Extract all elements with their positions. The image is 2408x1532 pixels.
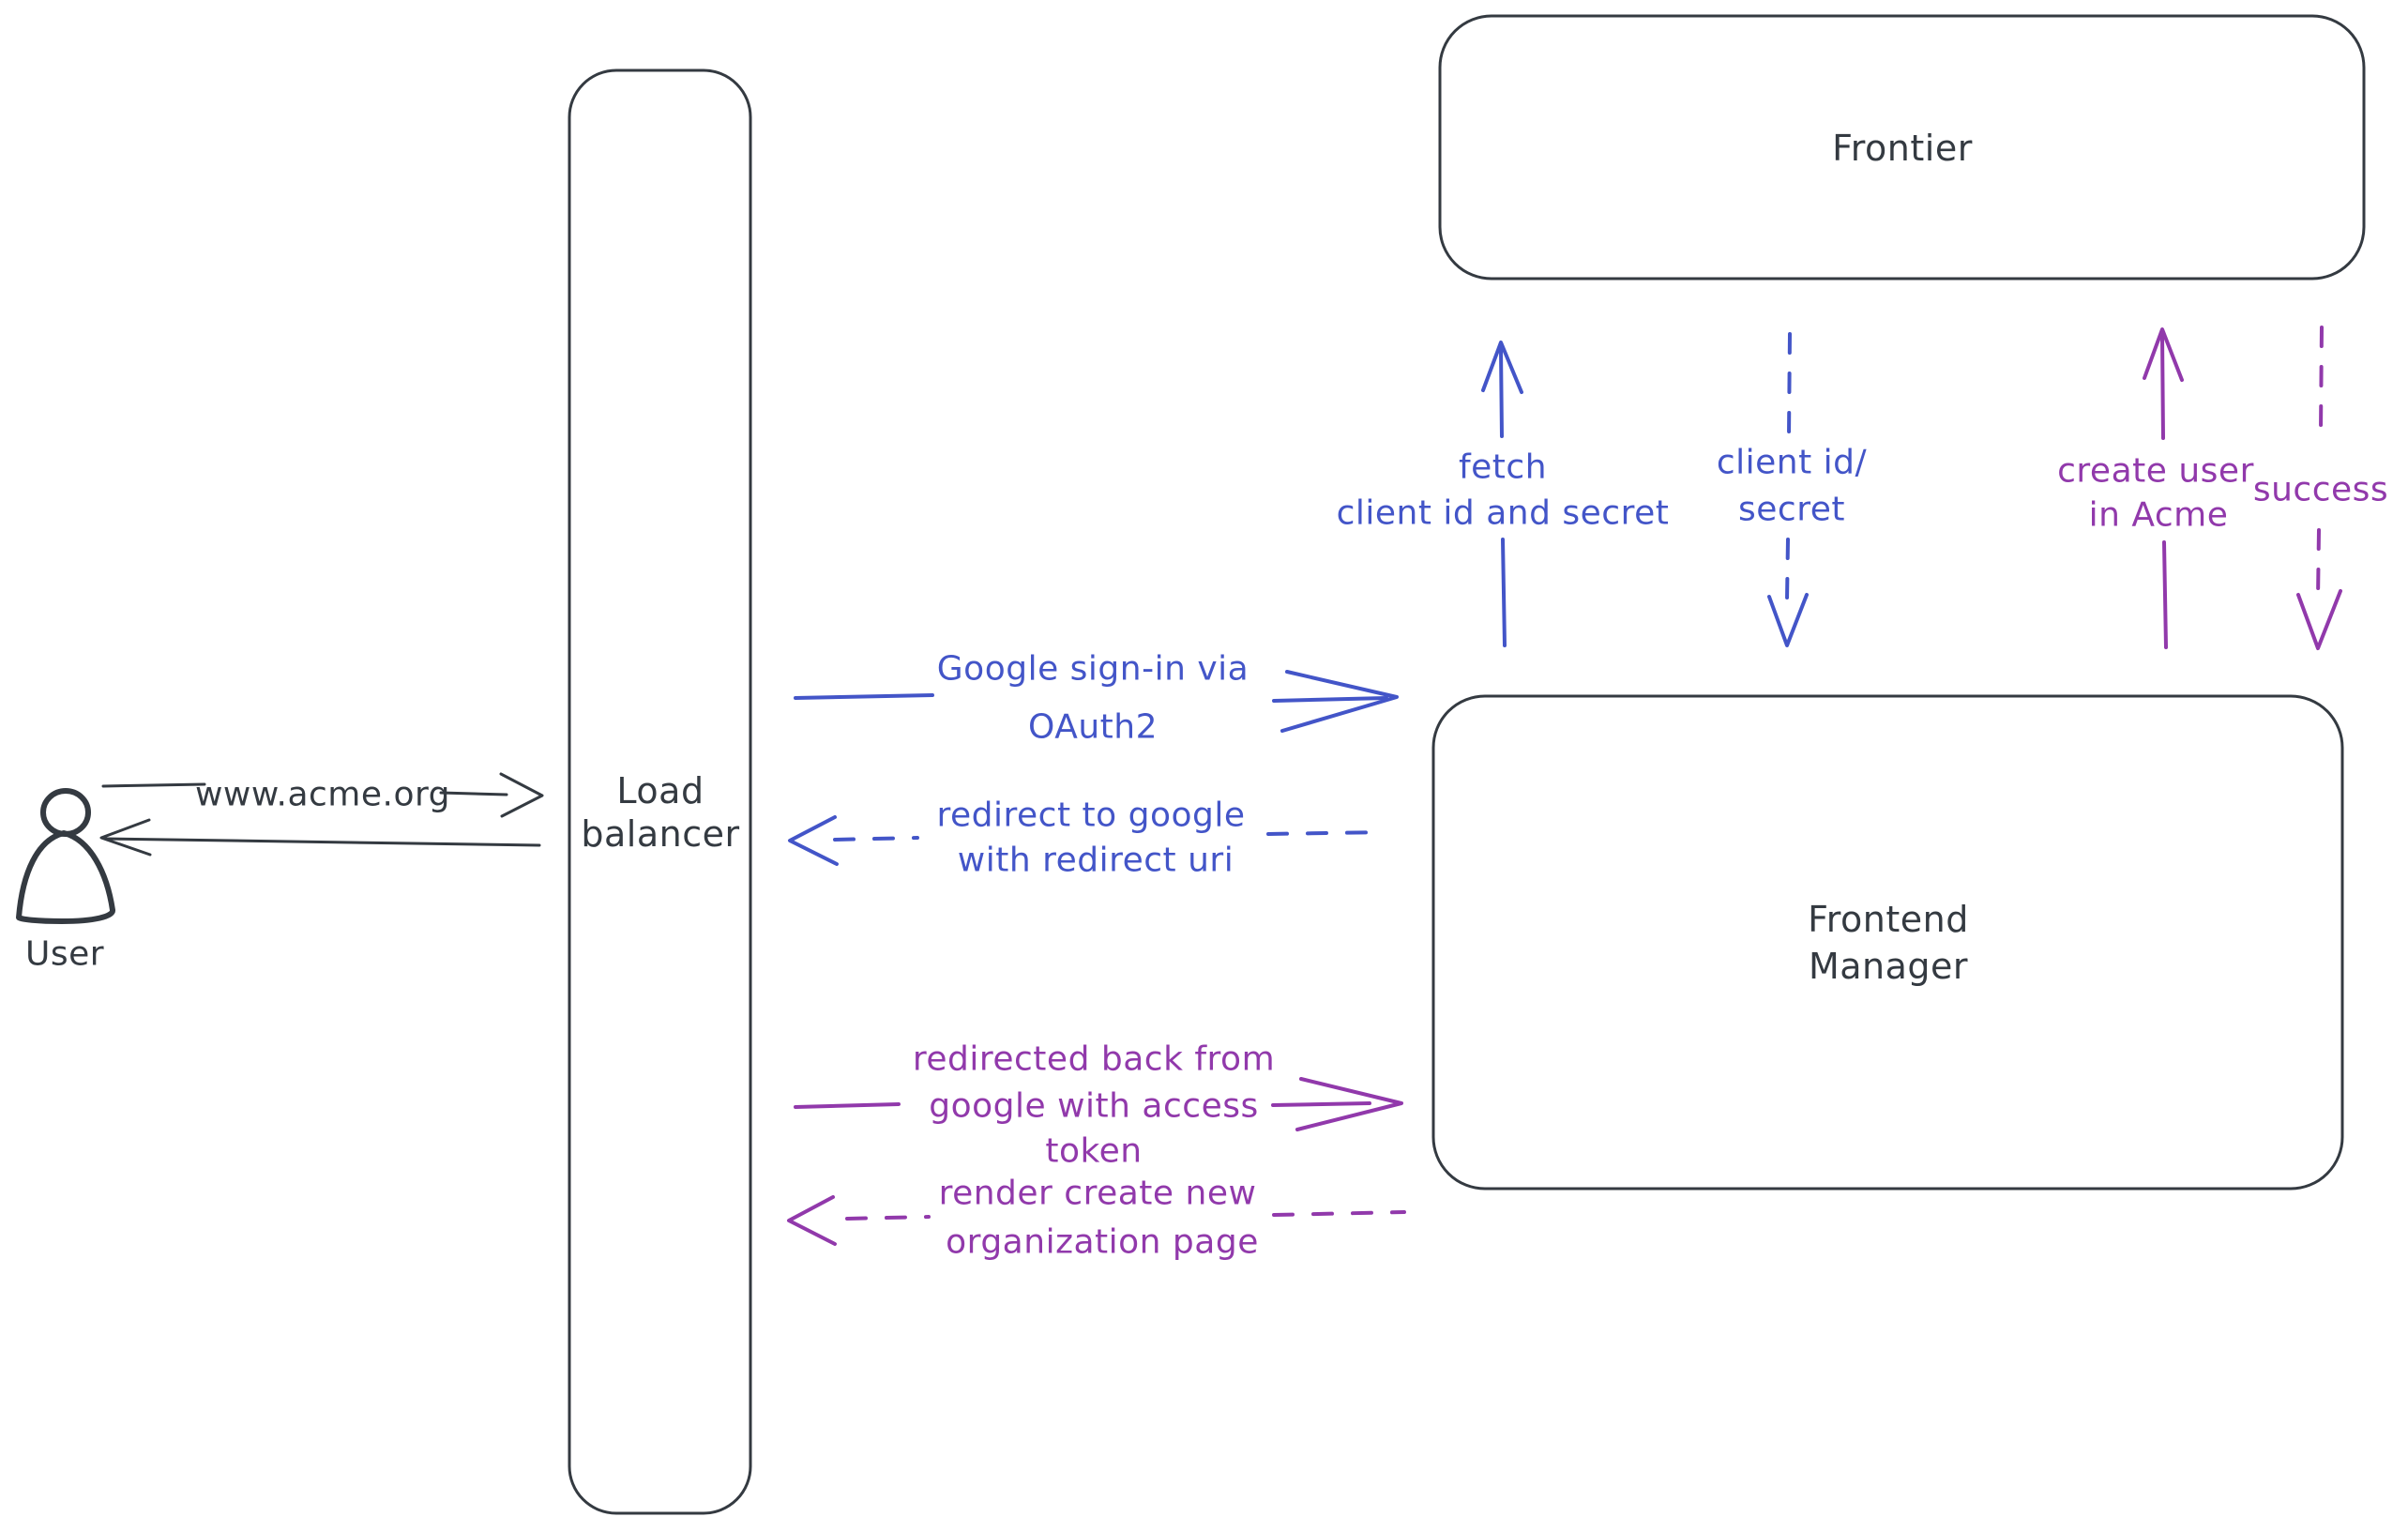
user-actor: User [16, 788, 115, 974]
acme-request-line2 [439, 791, 508, 796]
redirect-to-google-label-line2: with redirect uri [958, 842, 1234, 880]
render-org-page-label-line2: organization page [946, 1223, 1259, 1262]
success-arrowhead-icon [2296, 589, 2342, 650]
redirect-to-google-label-line1: redirect to google [936, 796, 1245, 835]
frontier-box [1438, 14, 2366, 281]
fetch-secret-label-line2: client id and secret [1337, 494, 1670, 533]
acme-request-line [101, 782, 206, 788]
client-id-secret-label-line2: secret [1738, 491, 1845, 529]
edge-create-user: create user in Acme [2057, 327, 2254, 649]
redirect-to-google-arrowhead-icon [788, 815, 839, 866]
edge-success: success [2253, 326, 2388, 650]
edge-acme-request: www.acme.org [101, 772, 544, 818]
frontend-manager-box [1431, 694, 2344, 1191]
create-user-line-bottom [2162, 540, 2168, 649]
render-org-page-dashes-left [845, 1215, 931, 1221]
edge-client-id-secret: client id/ secret [1717, 332, 1868, 647]
edge-redirected-back: redirected back from google with access … [794, 1040, 1403, 1171]
render-org-page-arrowhead-icon [787, 1195, 837, 1246]
fetch-secret-line-bottom [1501, 538, 1507, 647]
redirected-back-arrowhead-icon [1295, 1077, 1403, 1131]
acme-request-arrowhead-icon [499, 772, 544, 818]
google-signin-label-line2: OAuth2 [1028, 708, 1158, 747]
success-dashes-top [2319, 326, 2324, 433]
edge-render-org-page: render create new organization page [787, 1175, 1406, 1262]
edge-google-signin: Google sign-in via OAuth2 [794, 650, 1399, 747]
create-user-label-line2: in Acme [2089, 496, 2229, 535]
client-id-secret-label-line1: client id/ [1717, 444, 1868, 482]
node-frontier: Frontier [1438, 14, 2366, 281]
load-balancer-box [568, 68, 752, 1515]
frontend-manager-title-line1: Frontend [1808, 899, 1969, 940]
success-dashes-bottom [2316, 528, 2321, 600]
create-user-line-top [2160, 333, 2165, 440]
edge-redirect-to-google: redirect to google with redirect uri [788, 796, 1387, 880]
acme-response-arrowhead-icon [99, 818, 152, 857]
render-org-page-dashes-right [1272, 1210, 1406, 1217]
fetch-secret-arrowhead-icon [1481, 341, 1523, 394]
edge-acme-response [99, 818, 541, 857]
google-signin-arrowhead-icon [1280, 670, 1399, 733]
node-frontend-manager: Frontend Manager [1431, 694, 2344, 1191]
user-icon [40, 788, 91, 837]
render-org-page-label-line1: render create new [939, 1175, 1257, 1213]
user-body-icon [16, 830, 115, 924]
redirected-back-label-line3: token [1045, 1132, 1142, 1171]
redirected-back-label-line2: google with access [929, 1087, 1258, 1126]
google-signin-label-line1: Google sign-in via [937, 650, 1249, 689]
frontend-manager-title-line2: Manager [1809, 946, 1968, 987]
frontier-title: Frontier [1832, 128, 1973, 169]
load-balancer-title-line1: Load [616, 770, 704, 812]
load-balancer-title-line2: balancer [581, 813, 739, 855]
redirected-back-label-line1: redirected back from [913, 1040, 1275, 1079]
redirect-to-google-dashes-right [1266, 830, 1387, 836]
edge-fetch-secret: fetch client id and secret [1337, 341, 1670, 647]
redirect-to-google-dashes-left [833, 836, 919, 842]
success-label: success [2253, 471, 2388, 509]
redirected-back-line [794, 1102, 901, 1109]
fetch-secret-label-line1: fetch [1459, 448, 1547, 487]
redirected-back-line2 [1271, 1101, 1371, 1107]
google-signin-line [794, 693, 934, 700]
google-signin-line2 [1272, 696, 1388, 703]
fetch-secret-line-top [1499, 347, 1504, 438]
user-label: User [25, 935, 104, 974]
acme-request-label: www.acme.org [195, 776, 450, 814]
client-id-secret-dashes-top [1787, 332, 1792, 438]
client-id-secret-arrowhead-icon [1767, 593, 1809, 647]
client-id-secret-dashes-bottom [1785, 538, 1790, 602]
node-load-balancer: Load balancer [568, 68, 752, 1515]
create-user-label-line1: create user [2057, 452, 2254, 491]
create-user-arrowhead-icon [2143, 327, 2184, 382]
acme-response-line [103, 837, 541, 847]
